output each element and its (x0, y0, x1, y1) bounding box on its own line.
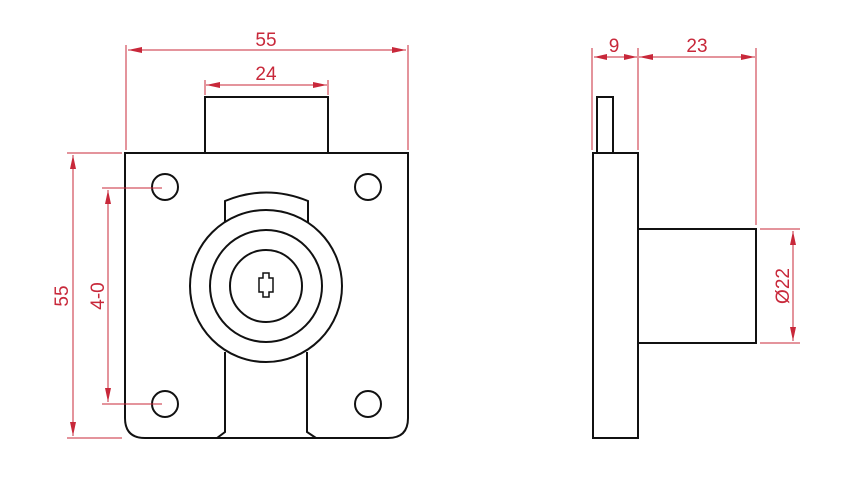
dim-plate-thickness: 9 (591, 36, 639, 150)
keyhole-icon (258, 272, 274, 298)
mounting-plate-outline (124, 152, 409, 439)
dim-label: 4-0 (88, 282, 109, 309)
bolt-side-outline (596, 96, 614, 154)
cylinder-core (229, 249, 303, 323)
dim-hole-spacing: 4-0 (88, 187, 162, 405)
housing-stem (216, 352, 317, 439)
side-view: 9 23 Ø22 (591, 36, 800, 439)
dim-overall-width: 55 (125, 30, 409, 150)
front-view: 55 24 55 4-0 (52, 30, 409, 439)
screw-hole (151, 173, 179, 201)
dim-cylinder-length: 23 (639, 36, 757, 225)
dim-label: 9 (609, 36, 620, 57)
screw-hole (354, 173, 382, 201)
dim-overall-height: 55 (52, 152, 122, 439)
dim-cylinder-diameter: Ø22 (760, 228, 800, 344)
cylinder-middle-ring (209, 229, 323, 343)
cylinder-outer-ring (189, 209, 343, 363)
dim-label: 55 (255, 30, 276, 51)
dim-bolt-width: 24 (204, 64, 329, 95)
housing-top (224, 191, 309, 222)
dim-label: 55 (52, 285, 73, 306)
screw-hole (354, 390, 382, 418)
dim-label: Ø22 (773, 268, 794, 304)
dim-label: 24 (255, 64, 277, 85)
dim-label: 23 (686, 36, 707, 57)
bolt-outline (204, 96, 329, 154)
cylinder-side-outline (637, 228, 757, 344)
plate-side-outline (592, 152, 639, 439)
